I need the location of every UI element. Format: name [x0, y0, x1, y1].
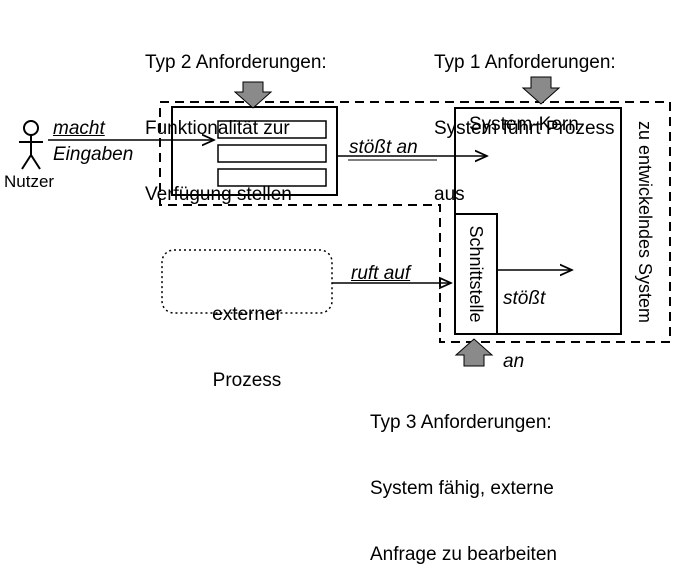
- ui-to-core-label: stößt an: [349, 137, 418, 158]
- requirements-diagram: [19, 76, 671, 367]
- type3-annotation: Typ 3 Anforderungen: System fähig, exter…: [370, 368, 557, 588]
- external-line-2: Prozess: [212, 370, 282, 391]
- type2-line-2: Funktionalität zur: [145, 118, 290, 139]
- actor-action-line-1: macht: [53, 118, 105, 139]
- ui-field-2: [217, 144, 327, 163]
- type2-line-3: Verfügung stellen: [145, 184, 292, 205]
- external-to-interface-label: ruft auf: [351, 263, 411, 284]
- system-core-label: System-Kern: [469, 114, 579, 135]
- external-process-label: externer Prozess: [162, 260, 332, 414]
- type3-line-3: Anfrage zu bearbeiten: [370, 544, 557, 565]
- type3-block-arrow: [454, 338, 494, 367]
- ui-field-1: [217, 120, 327, 139]
- interface-to-core-line-2: an: [503, 351, 525, 372]
- type1-line-3: aus: [434, 184, 465, 205]
- system-boundary-label: zu entwickelndes System: [635, 120, 655, 324]
- type1-line-2: System führt Prozess: [434, 118, 615, 139]
- interface-label: Schnittstelle: [466, 225, 486, 323]
- type1-line-1: Typ 1 Anforderungen:: [434, 52, 616, 73]
- ui-field-3: [217, 168, 327, 187]
- actor-name: Nutzer: [4, 172, 55, 191]
- type2-line-1: Typ 2 Anforderungen:: [145, 52, 327, 73]
- external-line-1: externer: [212, 304, 282, 325]
- type3-line-2: System fähig, externe: [370, 478, 554, 499]
- interface-box: [454, 213, 498, 335]
- type2-annotation: Typ 2 Anforderungen: Funktionalität zur …: [145, 8, 327, 228]
- interface-to-core-line-1: stößt: [503, 288, 546, 309]
- type1-annotation: Typ 1 Anforderungen: System führt Prozes…: [434, 8, 616, 228]
- actor-action-line-2: Eingaben: [53, 144, 134, 165]
- user-stick-figure: [19, 120, 43, 170]
- type2-block-arrow: [233, 81, 273, 109]
- interface-to-core-label: stößt an: [503, 246, 545, 393]
- external-process-box: [161, 249, 333, 314]
- system-boundary-frame: [159, 101, 671, 343]
- type1-block-arrow: [521, 76, 561, 105]
- type3-line-1: Typ 3 Anforderungen:: [370, 412, 552, 433]
